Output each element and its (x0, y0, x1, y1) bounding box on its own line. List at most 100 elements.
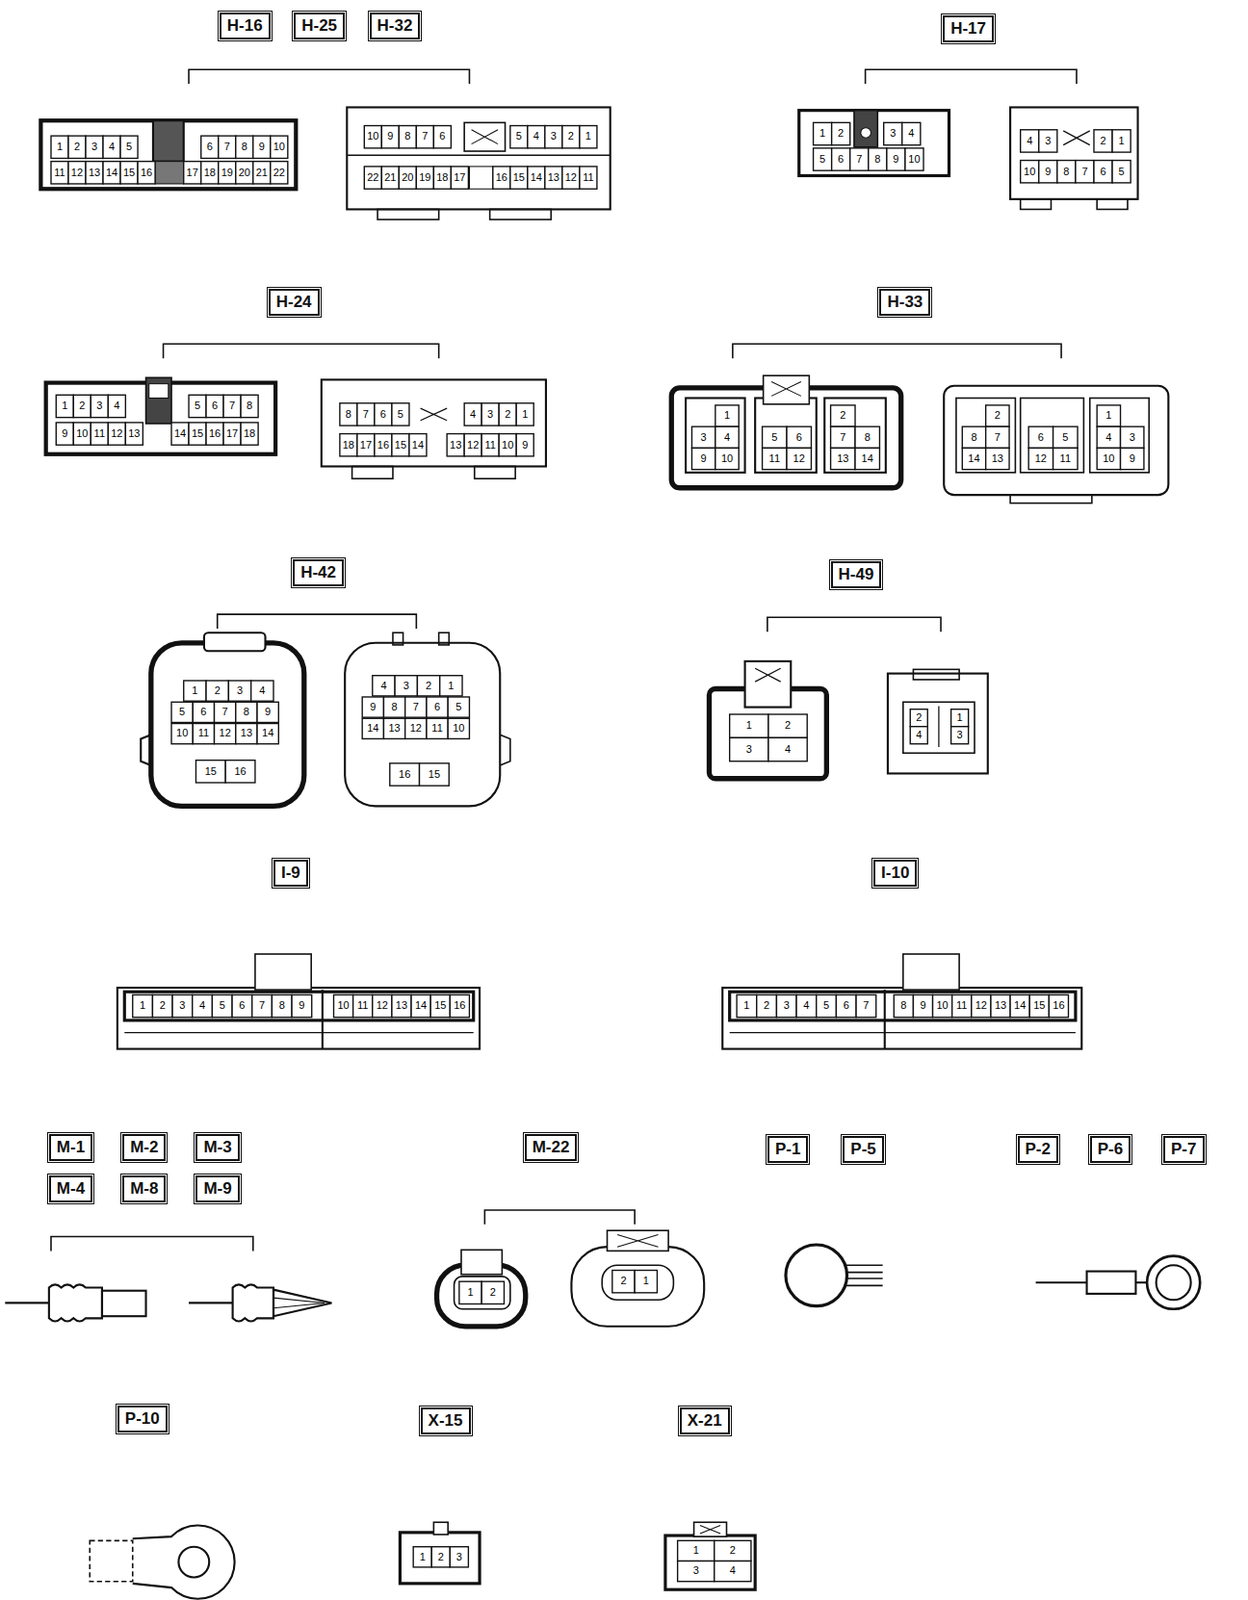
pin-number: 14 (103, 160, 121, 183)
pin-number: 8 (235, 135, 254, 158)
pin-number: 15 (510, 166, 528, 189)
pin-number: 8 (339, 403, 358, 426)
pin-number: 6 (201, 135, 219, 158)
pin-cell (430, 994, 450, 1017)
pin-number: 6 (832, 148, 851, 171)
pin-cell (691, 426, 715, 448)
pin-number: 1 (951, 708, 969, 727)
pin-number: 13 (383, 718, 405, 739)
pin-cell (612, 1271, 635, 1294)
pin-number: 5 (816, 994, 837, 1017)
pin-number: 8 (271, 994, 292, 1017)
pin-number: 6 (374, 403, 392, 426)
connector-code: I-9 (281, 862, 301, 884)
pin-number: 14 (171, 422, 189, 445)
pin-cell (85, 161, 104, 184)
pin-cell (85, 135, 104, 158)
pin-cell (832, 122, 851, 145)
connector-code-box: H-24 (268, 288, 320, 316)
pin-number: 14 (411, 994, 431, 1017)
connector-code-box: M-9 (195, 1175, 239, 1203)
pin-number: 4 (715, 426, 739, 448)
pin-number: 16 (206, 422, 224, 445)
connector-code: P-2 (1025, 1139, 1051, 1161)
pin-cell (206, 394, 224, 417)
pin-cells (51, 122, 1144, 1582)
connector-code: H-42 (300, 562, 337, 584)
connector-code-box: X-21 (679, 1407, 730, 1435)
pin-cell (449, 994, 469, 1017)
pin-cell (206, 422, 224, 445)
pin-number: 8 (240, 394, 259, 417)
connector-code-box: H-17 (942, 15, 994, 43)
pin-cell (252, 994, 273, 1017)
pin-cell (214, 702, 236, 723)
pin-cell (416, 166, 434, 189)
pin-number: 19 (218, 160, 236, 183)
pin-number: 3 (449, 1546, 468, 1567)
pin-cell (1112, 160, 1131, 183)
pin-number: 5 (762, 426, 787, 448)
pin-number: 3 (951, 726, 969, 744)
pin-number: 17 (450, 166, 468, 189)
pin-number: 4 (527, 125, 546, 148)
pin-number: 10 (1096, 447, 1120, 469)
pin-number: 4 (372, 676, 395, 697)
pin-cell (68, 135, 86, 158)
pin-number: 3 (691, 426, 715, 448)
pin-cell (831, 405, 856, 427)
pin-number: 2 (768, 714, 807, 738)
pin-cell (440, 676, 463, 697)
pin-number: 8 (398, 125, 416, 148)
pin-number: 9 (1120, 447, 1144, 469)
pin-number: 5 (188, 394, 207, 417)
pin-number: 10 (171, 723, 193, 744)
connector-code-box: H-32 (369, 12, 421, 40)
pin-number: 2 (986, 405, 1010, 427)
pin-cell (357, 434, 375, 457)
connector-code-box: X-15 (420, 1407, 471, 1435)
pin-cell (398, 126, 416, 149)
pin-number: 18 (433, 166, 451, 189)
pin-cell (1093, 130, 1113, 153)
pin-cell (416, 126, 434, 149)
pin-cell (516, 434, 534, 457)
pin-cell (192, 994, 213, 1017)
pin-cell (411, 994, 431, 1017)
pin-cell (270, 161, 288, 184)
pin-cell (235, 135, 254, 158)
pin-cell (634, 1271, 657, 1294)
connector-code-box: P-6 (1090, 1136, 1131, 1164)
pin-cell (952, 994, 972, 1017)
pin-number: 15 (430, 994, 450, 1017)
pin-cell (884, 122, 903, 145)
pin-number: 5 (510, 125, 528, 148)
pin-cell (1010, 994, 1030, 1017)
pin-cell (1020, 130, 1040, 153)
connector-code: M-9 (203, 1178, 232, 1200)
pin-cell (493, 166, 511, 189)
pin-number: 5 (391, 403, 410, 426)
pin-number: 1 (677, 1540, 715, 1561)
pin-number: 13 (831, 447, 856, 469)
pin-number: 7 (357, 403, 375, 426)
pin-number: 13 (85, 160, 104, 183)
pin-cell (201, 135, 219, 158)
pin-number: 1 (413, 1546, 432, 1567)
pin-number: 13 (235, 723, 258, 744)
pin-number: 1 (132, 994, 154, 1017)
connector-code: I-10 (881, 862, 910, 884)
connector-code-box: M-22 (524, 1134, 578, 1162)
pin-number: 11 (762, 447, 787, 469)
pin-cell (235, 724, 258, 745)
pin-cell (986, 405, 1010, 427)
connector-code-box: P-10 (117, 1405, 168, 1433)
pin-number: 19 (416, 166, 434, 189)
pin-number: 12 (971, 994, 991, 1017)
pin-number: 11 (90, 422, 108, 445)
pin-cell (183, 680, 207, 702)
connector-code-box: P-5 (842, 1136, 884, 1164)
pin-number: 8 (868, 148, 887, 171)
pin-number: 12 (786, 447, 811, 469)
pin-cell (971, 994, 991, 1017)
